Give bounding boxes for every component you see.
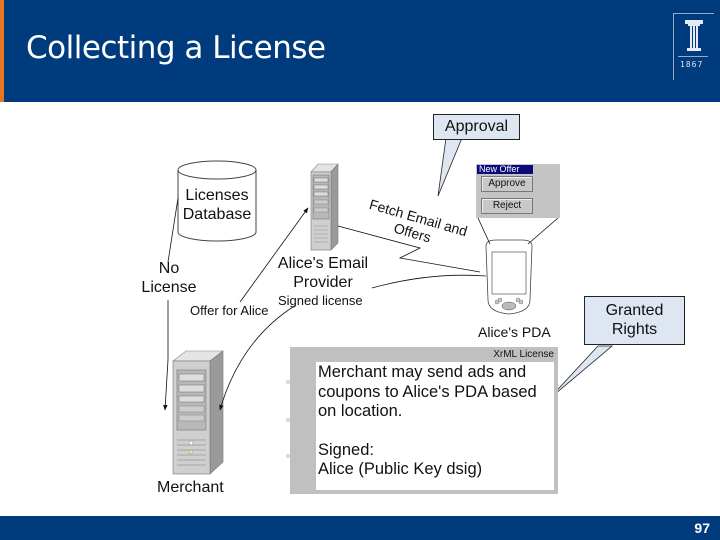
signed-license-arrow: [219, 304, 297, 411]
license-line4: Signed:: [318, 440, 374, 459]
license-spacer: [318, 422, 552, 441]
database-label-line2: Database: [182, 206, 252, 223]
no-license-line2: License: [141, 279, 197, 296]
popup-left-line: [477, 217, 491, 245]
approval-callout-tail: [437, 137, 463, 197]
offer-for-alice-label: Offer for Alice: [190, 303, 269, 318]
xrml-license-panel: XrML License Merchant may send ads and c…: [286, 347, 558, 494]
new-offer-dialog: New Offer Approve Reject: [476, 164, 560, 218]
pda-label: Alice's PDA: [478, 324, 551, 340]
license-line3: on location.: [318, 402, 403, 420]
slide-header: Collecting a License 1867: [0, 0, 720, 102]
approve-button[interactable]: Approve: [481, 176, 533, 192]
granted-line1: Granted: [605, 302, 664, 319]
license-handle: [286, 454, 290, 458]
email-server-icon: [310, 163, 339, 251]
merchant-label: Merchant: [157, 479, 224, 496]
granted-line2: Rights: [611, 321, 658, 338]
granted-callout-tail: [547, 345, 614, 401]
no-license-arrow: [163, 300, 169, 411]
logo-divider: [678, 56, 708, 57]
slide-title: Collecting a License: [26, 30, 326, 66]
signed-license-label: Signed license: [278, 293, 363, 308]
no-license-line-top: [167, 197, 179, 263]
provider-to-pda-curve: [371, 274, 487, 289]
new-offer-title: New Offer: [477, 165, 533, 174]
offer-arrow: [239, 207, 309, 303]
approval-callout: Approval: [433, 114, 520, 140]
email-provider-label: Alice's Email Provider: [268, 254, 378, 292]
no-license-label: No License: [134, 259, 204, 297]
database-label-line1: Licenses: [185, 187, 249, 204]
email-provider-line2: Provider: [293, 274, 353, 291]
column-icon: [685, 20, 703, 51]
no-license-line1: No: [158, 260, 180, 277]
license-line5: Alice (Public Key dsig): [318, 460, 483, 478]
merchant-server-icon: [172, 350, 224, 475]
email-provider-line1: Alice's Email: [277, 255, 369, 272]
logo-year: 1867: [680, 60, 704, 69]
database-label: Licenses Database: [180, 186, 254, 224]
provider-link-line: [337, 225, 481, 273]
license-line1: Merchant may send ads and: [318, 363, 527, 381]
pda-device-icon: [485, 239, 533, 315]
university-logo: 1867: [673, 13, 714, 80]
page-number: 97: [694, 520, 710, 536]
license-header: XrML License: [493, 349, 554, 360]
license-body: Merchant may send ads and coupons to Ali…: [316, 362, 554, 490]
database-cylinder-icon: [177, 160, 257, 242]
license-handle: [286, 380, 290, 384]
header-accent-bar: [0, 0, 4, 102]
popup-right-line: [527, 217, 559, 245]
license-line2: coupons to Alice's PDA based: [318, 382, 537, 401]
reject-button[interactable]: Reject: [481, 198, 533, 214]
slide-footer: 97: [0, 516, 720, 540]
granted-rights-callout: Granted Rights: [584, 296, 685, 345]
license-handle: [286, 418, 290, 422]
